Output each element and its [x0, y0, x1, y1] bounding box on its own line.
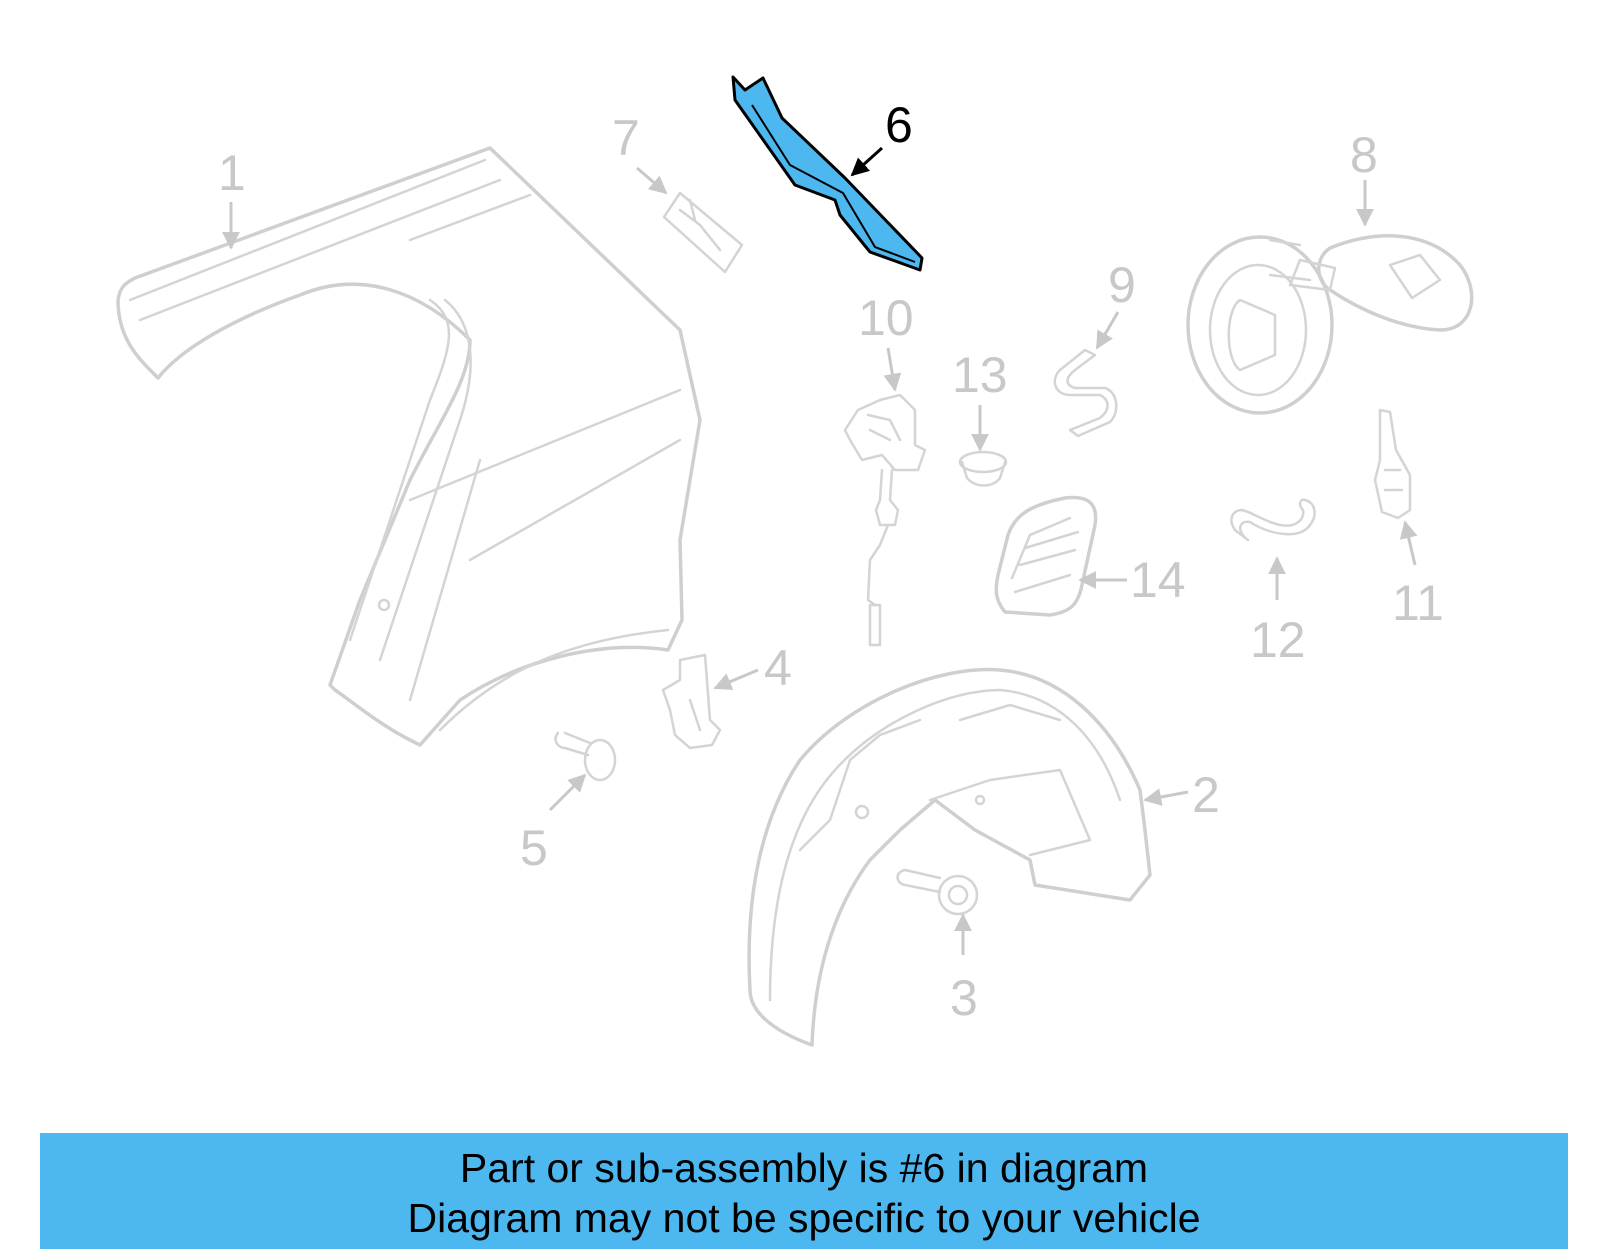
- leader-lines: [222, 146, 1418, 955]
- callout-6: 6: [885, 97, 913, 153]
- callout-13: 13: [952, 347, 1008, 403]
- callout-14: 14: [1130, 552, 1186, 608]
- callout-11: 11: [1392, 575, 1444, 631]
- callout-4: 4: [764, 640, 792, 696]
- part-5-push-pin[interactable]: [554, 731, 617, 782]
- banner-line-2: Diagram may not be specific to your vehi…: [407, 1195, 1201, 1241]
- callout-8: 8: [1350, 127, 1378, 183]
- part-1-quarter-panel[interactable]: [116, 146, 702, 747]
- callout-9: 9: [1108, 257, 1136, 313]
- part-9-spring[interactable]: [1053, 348, 1118, 438]
- part-3-bolt[interactable]: [896, 868, 979, 916]
- banner-line-1: Part or sub-assembly is #6 in diagram: [459, 1145, 1149, 1191]
- callout-3: 3: [950, 970, 978, 1026]
- part-4-clip[interactable]: [661, 653, 722, 750]
- callout-2: 2: [1192, 767, 1220, 823]
- part-7-bracket[interactable]: [662, 191, 744, 274]
- part-6-reinforcement[interactable]: [731, 75, 924, 272]
- part-13-grommet[interactable]: [958, 450, 1008, 487]
- callout-1: 1: [218, 145, 246, 201]
- info-banner: Part or sub-assembly is #6 in diagram Di…: [40, 1133, 1568, 1249]
- part-11-latch[interactable]: [1373, 408, 1412, 520]
- callout-7: 7: [612, 110, 640, 166]
- callout-12: 12: [1250, 612, 1306, 668]
- part-12-hose[interactable]: [1230, 498, 1316, 542]
- part-8-fuel-door[interactable]: [1186, 234, 1474, 415]
- callout-labels: 1 2 3 4 5 6 7 8 9 10 11 12 13 14: [218, 97, 1444, 1026]
- callout-5: 5: [520, 820, 548, 876]
- part-2-wheelhouse-liner[interactable]: [747, 667, 1152, 1047]
- part-10-actuator[interactable]: [843, 393, 927, 647]
- callout-10: 10: [858, 290, 914, 346]
- part-14-vent[interactable]: [994, 495, 1098, 617]
